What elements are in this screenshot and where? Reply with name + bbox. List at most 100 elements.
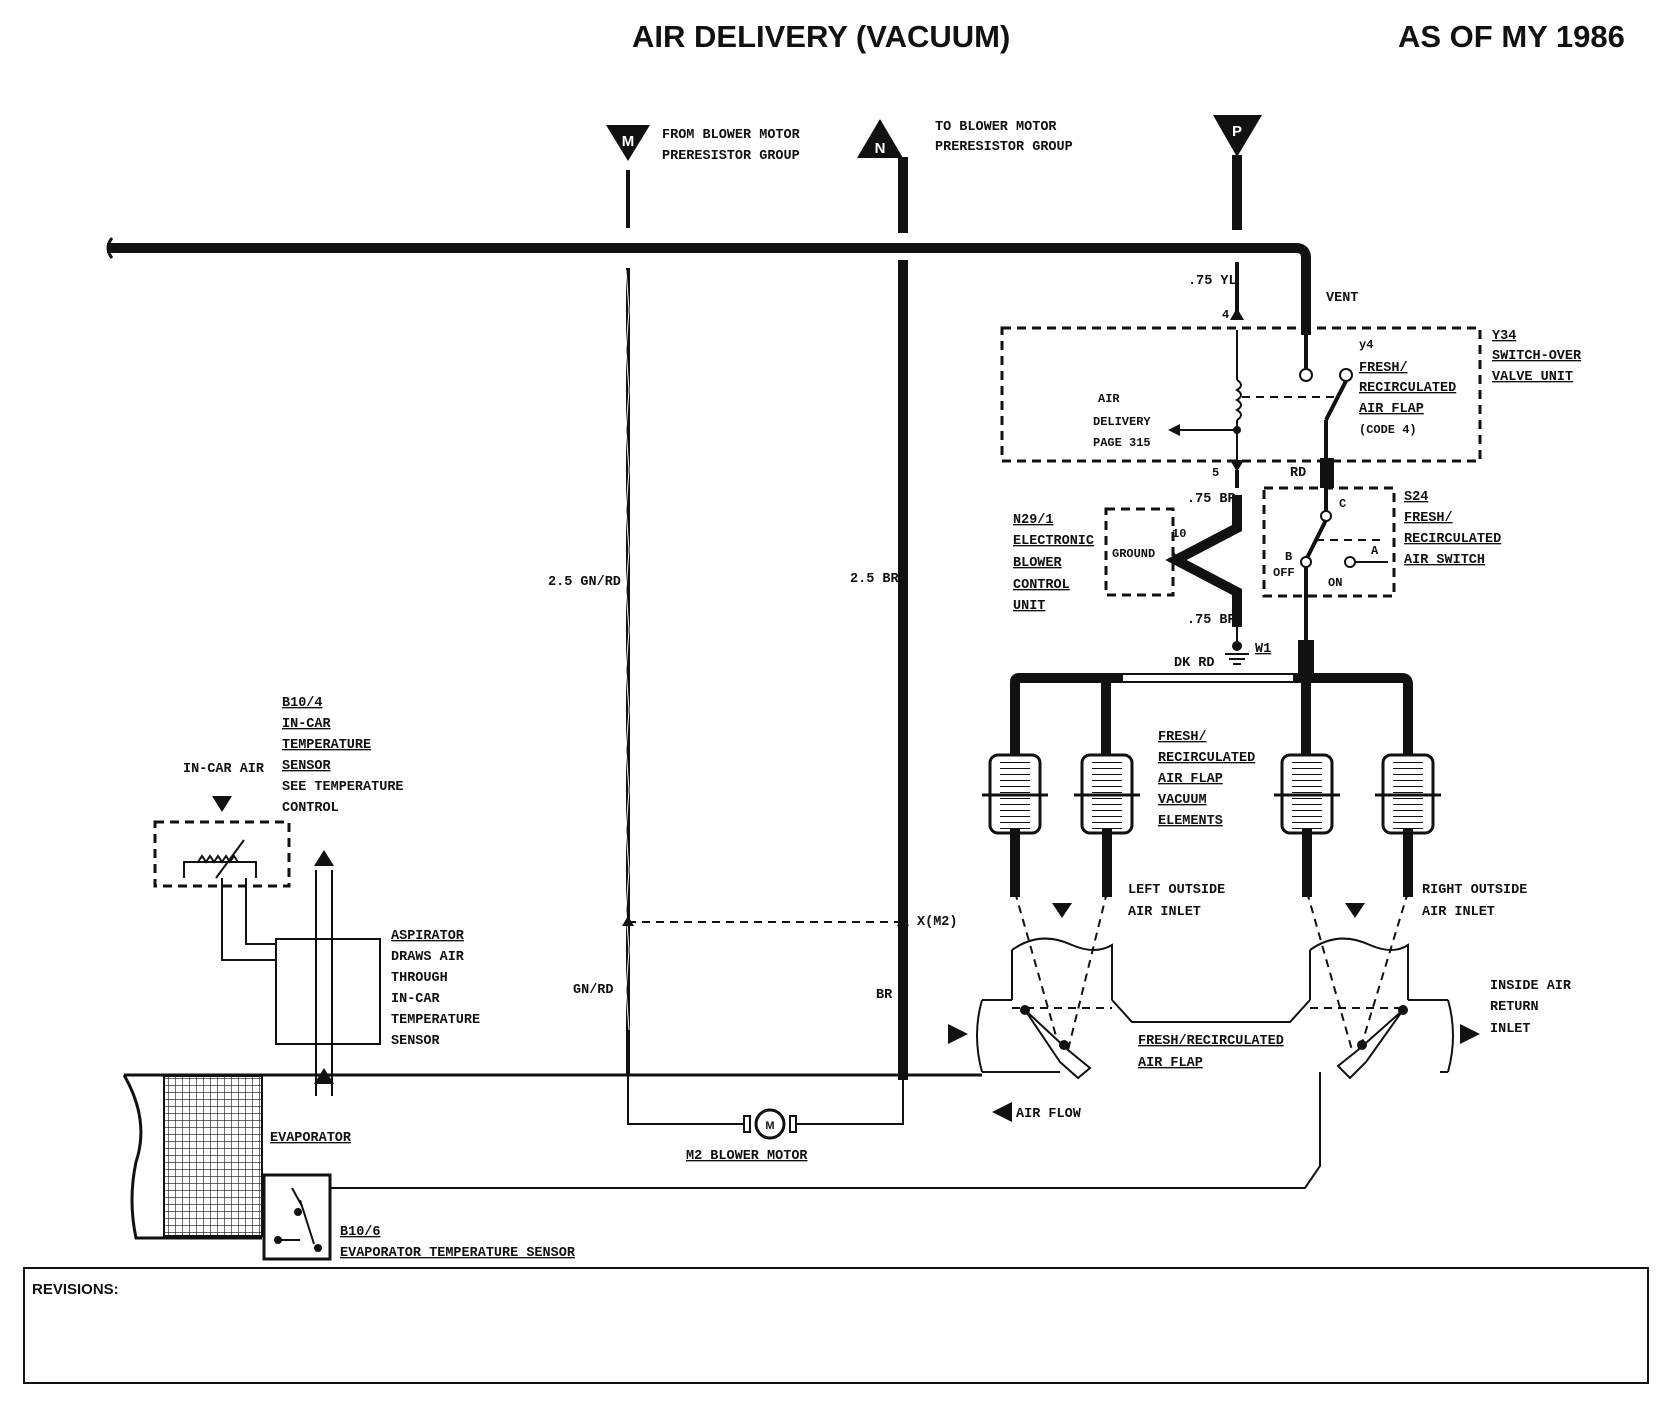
wire-gn-rd: 2.5 GN/RD GN/RD	[548, 170, 634, 1075]
air-delivery-line2: DELIVERY	[1093, 415, 1151, 429]
air-inlet-left: LEFT OUTSIDE AIR INLET	[1011, 883, 1225, 1051]
s24-on-label: ON	[1328, 576, 1342, 590]
vacuum-element-1	[982, 753, 1048, 897]
s24-code: S24	[1404, 490, 1428, 505]
wire-rd-label: RD	[1290, 466, 1306, 481]
wire-br: 2.5 BR BR X(M2)	[850, 157, 958, 1080]
duct-arrow-left-icon	[948, 1024, 968, 1044]
s24-off-label: OFF	[1273, 566, 1295, 580]
y34-line2: VALVE UNIT	[1492, 370, 1573, 385]
connector-n-line1: TO BLOWER MOTOR	[935, 120, 1057, 135]
n29-line3: CONTROL	[1013, 578, 1070, 593]
y4-coil-icon	[1235, 379, 1242, 421]
w1-label: W1	[1255, 642, 1271, 657]
aspirator-line4: IN-CAR	[391, 992, 441, 1007]
wire-br-075-top-label: .75 BR	[1187, 492, 1237, 507]
aspirator-line1: ASPIRATOR	[391, 929, 465, 944]
evaporator: EVAPORATOR	[122, 1074, 352, 1240]
vacuum-elements-label: FRESH/ RECIRCULATED AIR FLAP VACUUM ELEM…	[1158, 730, 1255, 829]
blower-motor-symbol: M	[765, 1120, 774, 1132]
s24-dashed-box	[1262, 486, 1396, 598]
connector-m-triangle-icon	[606, 125, 650, 161]
y4-label: y4	[1359, 338, 1373, 352]
air-flow-label: AIR FLOW	[1016, 1107, 1082, 1122]
connector-n-triangle-icon	[857, 119, 903, 158]
n29-blower-control-unit: GROUND 10 N29/1 ELECTRONIC BLOWER CONTRO…	[1013, 507, 1186, 614]
m2-name: M2 BLOWER MOTOR	[686, 1149, 808, 1164]
wire-dk-rd-label: DK RD	[1174, 656, 1215, 671]
s24-c-label: C	[1339, 497, 1346, 511]
vacuum-line3: AIR FLAP	[1158, 772, 1223, 787]
left-inlet-line1: LEFT OUTSIDE	[1128, 883, 1225, 898]
vacuum-line2: RECIRCULATED	[1158, 751, 1255, 766]
in-car-air-arrow-icon	[212, 796, 232, 812]
left-inlet-line2: AIR INLET	[1128, 905, 1201, 920]
evaporator-label: EVAPORATOR	[270, 1131, 352, 1146]
b10-6-evaporator-temperature-sensor: B10/6 EVAPORATOR TEMPERATURE SENSOR	[262, 1173, 576, 1261]
s24-a-label: A	[1371, 544, 1379, 558]
y4-line1: FRESH/	[1359, 361, 1408, 376]
wire-gn-rd-label: GN/RD	[573, 983, 614, 998]
wire-yl: .75 YL 4 VENT	[1188, 155, 1358, 322]
connector-m-line2: PRERESISTOR GROUP	[662, 149, 800, 164]
aspirator-line6: SENSOR	[391, 1034, 441, 1049]
vacuum-line4: VACUUM	[1158, 793, 1207, 808]
air-delivery-line1: AIR	[1098, 392, 1120, 406]
b10-4-line3: SENSOR	[282, 759, 332, 774]
wire-dk-rd: DK RD	[1010, 640, 1413, 765]
wire-x-m2-label: X(M2)	[917, 915, 958, 930]
y34-code: Y34	[1492, 329, 1516, 344]
y4-line4: (CODE 4)	[1359, 423, 1417, 437]
revisions-box: REVISIONS:	[23, 1267, 1649, 1384]
aspirator-arrow-bottom-icon	[314, 1068, 334, 1084]
air-duct: FRESH/RECIRCULATED AIR FLAP INSIDE AIR R…	[948, 979, 1572, 1080]
wire-br-gauge: 2.5 BR	[850, 572, 900, 587]
n29-line1: ELECTRONIC	[1013, 534, 1094, 549]
b10-4-line2: TEMPERATURE	[282, 738, 371, 753]
b10-6-name: EVAPORATOR TEMPERATURE SENSOR	[340, 1246, 576, 1261]
in-car-air-label: IN-CAR AIR	[183, 762, 265, 777]
connector-m-line1: FROM BLOWER MOTOR	[662, 128, 801, 143]
y34-switch-over-valve-unit: AIR DELIVERY PAGE 315 y4 FRESH/ RECIRCUL…	[1000, 326, 1582, 463]
connector-n: N TO BLOWER MOTOR PRERESISTOR GROUP	[857, 119, 1073, 158]
aspirator-line5: TEMPERATURE	[391, 1013, 480, 1028]
aspirator-line2: DRAWS AIR	[391, 950, 465, 965]
connector-p: P	[1213, 115, 1262, 157]
connector-n-letter: N	[875, 140, 886, 157]
vacuum-element-4	[1375, 753, 1441, 897]
diagram-title: AIR DELIVERY (VACUUM)	[632, 19, 1010, 54]
inside-inlet-line1: INSIDE AIR	[1490, 979, 1572, 994]
b10-4-dashed-box	[153, 820, 291, 888]
housing-lines	[124, 1072, 1321, 1189]
b10-4-line5: CONTROL	[282, 801, 339, 816]
aspirator: ASPIRATOR DRAWS AIR THROUGH IN-CAR TEMPE…	[275, 850, 480, 1096]
y4-line2: RECIRCULATED	[1359, 381, 1456, 396]
s24-b-label: B	[1285, 550, 1292, 564]
evaporator-grid-icon	[163, 1075, 263, 1237]
blower-motor-icon	[754, 1108, 786, 1140]
pin-5-label: 5	[1212, 466, 1219, 480]
main-vacuum-line	[106, 237, 1311, 335]
connector-n-line2: PRERESISTOR GROUP	[935, 140, 1073, 155]
vent-label: VENT	[1326, 291, 1358, 306]
b10-4-line4: SEE TEMPERATURE	[282, 780, 404, 795]
aspirator-line3: THROUGH	[391, 971, 448, 986]
wire-gn-rd-gauge: 2.5 GN/RD	[548, 575, 621, 590]
duct-arrow-right-icon	[1460, 1024, 1480, 1044]
wire-br-075: 5 .75 BR .75 BR W1	[1165, 460, 1271, 665]
n29-code: N29/1	[1013, 513, 1054, 528]
pin-4-label: 4	[1222, 308, 1229, 322]
b10-4-line1: IN-CAR	[282, 717, 332, 732]
vacuum-line1: FRESH/	[1158, 730, 1207, 745]
air-flow-indicator: AIR FLOW	[992, 1102, 1082, 1122]
inside-inlet-line3: INLET	[1490, 1022, 1531, 1037]
n29-ground-label: GROUND	[1112, 547, 1155, 561]
model-year: AS OF MY 1986	[1398, 19, 1625, 54]
s24-line2: RECIRCULATED	[1404, 532, 1501, 547]
right-inlet-line1: RIGHT OUTSIDE	[1422, 883, 1527, 898]
air-delivery-line3: PAGE 315	[1093, 436, 1151, 450]
y4-line3: AIR FLAP	[1359, 402, 1424, 417]
b10-4-code: B10/4	[282, 696, 323, 711]
connector-p-triangle-icon	[1213, 115, 1262, 157]
flap-line1: FRESH/RECIRCULATED	[1138, 1034, 1284, 1049]
